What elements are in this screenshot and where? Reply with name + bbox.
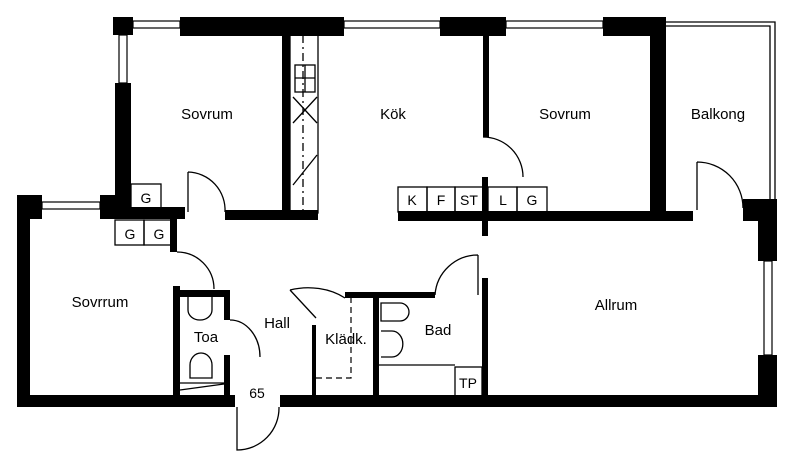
room-label-bad: Bad <box>425 322 452 339</box>
closet-label: G <box>125 226 136 242</box>
room-label-kok: Kök <box>380 106 406 123</box>
closet-label-tp: TP <box>459 375 477 391</box>
room-label-balkong: Balkong <box>691 106 745 123</box>
room-label-sovrum-top-left: Sovrum <box>181 106 233 123</box>
room-label-toa: Toa <box>194 329 219 346</box>
door-width-label: 65 <box>249 385 265 401</box>
kitchen-counter <box>289 34 319 214</box>
room-label-kladk: Klädk. <box>325 331 367 348</box>
doors <box>176 136 744 451</box>
room-label-hall: Hall <box>264 315 290 332</box>
room-label-sovrum-top-right: Sovrum <box>539 106 591 123</box>
closet-label: G <box>154 226 165 242</box>
closet-label: L <box>499 192 507 208</box>
closets <box>114 183 548 397</box>
windows <box>41 20 776 356</box>
closet-label: G <box>141 190 152 206</box>
closet-label: K <box>407 192 417 208</box>
room-label-allrum: Allrum <box>595 297 638 314</box>
closet-label: F <box>437 192 446 208</box>
closet-label: G <box>527 192 538 208</box>
room-label-sovrrum: Sovrrum <box>72 294 129 311</box>
walls <box>17 17 777 407</box>
fixtures <box>179 297 455 391</box>
closet-label: ST <box>460 192 478 208</box>
